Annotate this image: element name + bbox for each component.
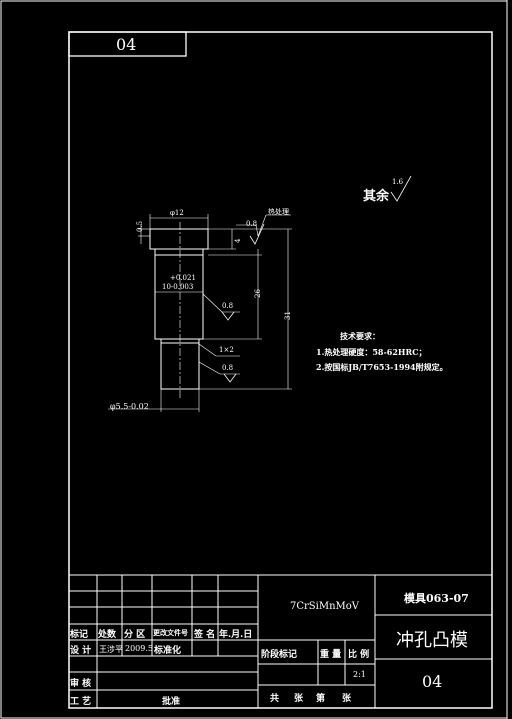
tb-date: 年.月.日: [219, 630, 253, 640]
tb-part-no: 04: [422, 672, 443, 691]
tb-mark: 标记: [70, 630, 89, 640]
tb-designer: 王涉平: [99, 645, 123, 654]
tech-req-item-1: 1.热处理硬度：58-62HRC；: [316, 347, 427, 357]
tb-scale: 2:1: [353, 670, 366, 679]
surface-finish-mid: 0.8: [222, 302, 234, 310]
tb-sheets-unit: 张: [294, 694, 304, 704]
tb-sign: 签 名: [194, 630, 216, 640]
tb-scale-label: 比 例: [348, 650, 370, 660]
tb-count: 处数: [98, 630, 117, 640]
dim-chamfer: 1×2: [219, 346, 234, 354]
roughness-note-label: 其余: [363, 189, 390, 204]
dim-pin-diameter: φ5.5-0.02: [110, 402, 149, 411]
tb-sheet-unit: 张: [342, 694, 352, 704]
dim-shaft-tol-upper: +0.021: [170, 274, 196, 282]
tb-zone: 分 区: [124, 630, 146, 640]
tech-req-title: 技术要求：: [340, 331, 380, 341]
tb-sheet-no: 第: [316, 694, 326, 704]
tb-design-date: 2009.5: [125, 644, 153, 653]
dim-head-diameter: φ12: [170, 209, 184, 217]
roughness-note-value: 1.6: [392, 178, 404, 186]
dim-head-chamfer: 0.5: [136, 220, 144, 232]
tb-project: 模具063-07: [404, 592, 469, 605]
tb-approve: 批准: [162, 697, 181, 707]
tech-req-item-2: 2.按国标JB/T7653-1994附规定。: [316, 362, 448, 372]
tb-design: 设 计: [70, 646, 92, 656]
tb-sheets-total: 共: [270, 694, 280, 704]
tb-process: 工 艺: [70, 697, 92, 707]
corner-code: 04: [116, 35, 137, 54]
tb-stage-mark: 阶段标记: [261, 650, 298, 660]
dim-shaft-length: 26: [254, 289, 262, 298]
tb-standardize: 标准化: [154, 646, 182, 656]
surface-finish-top: 0.8: [246, 220, 258, 228]
part-outline: [149, 228, 209, 390]
surface-finish-bottom: 0.8: [222, 364, 234, 372]
tb-change-doc: 更改文件号: [153, 628, 188, 637]
tb-material: 7CrSiMnMoV: [290, 601, 360, 612]
tb-review: 审 核: [70, 679, 92, 689]
tb-weight: 重 量: [320, 650, 342, 660]
dim-head-thickness: 4: [234, 238, 242, 243]
dim-total-length: 31: [284, 311, 292, 320]
dim-shaft-tol: 10-0.003: [162, 283, 194, 291]
tb-part-name: 冲孔凸模: [396, 630, 468, 651]
leader-label: 热处理: [268, 208, 289, 216]
title-block-grid: [69, 574, 492, 708]
